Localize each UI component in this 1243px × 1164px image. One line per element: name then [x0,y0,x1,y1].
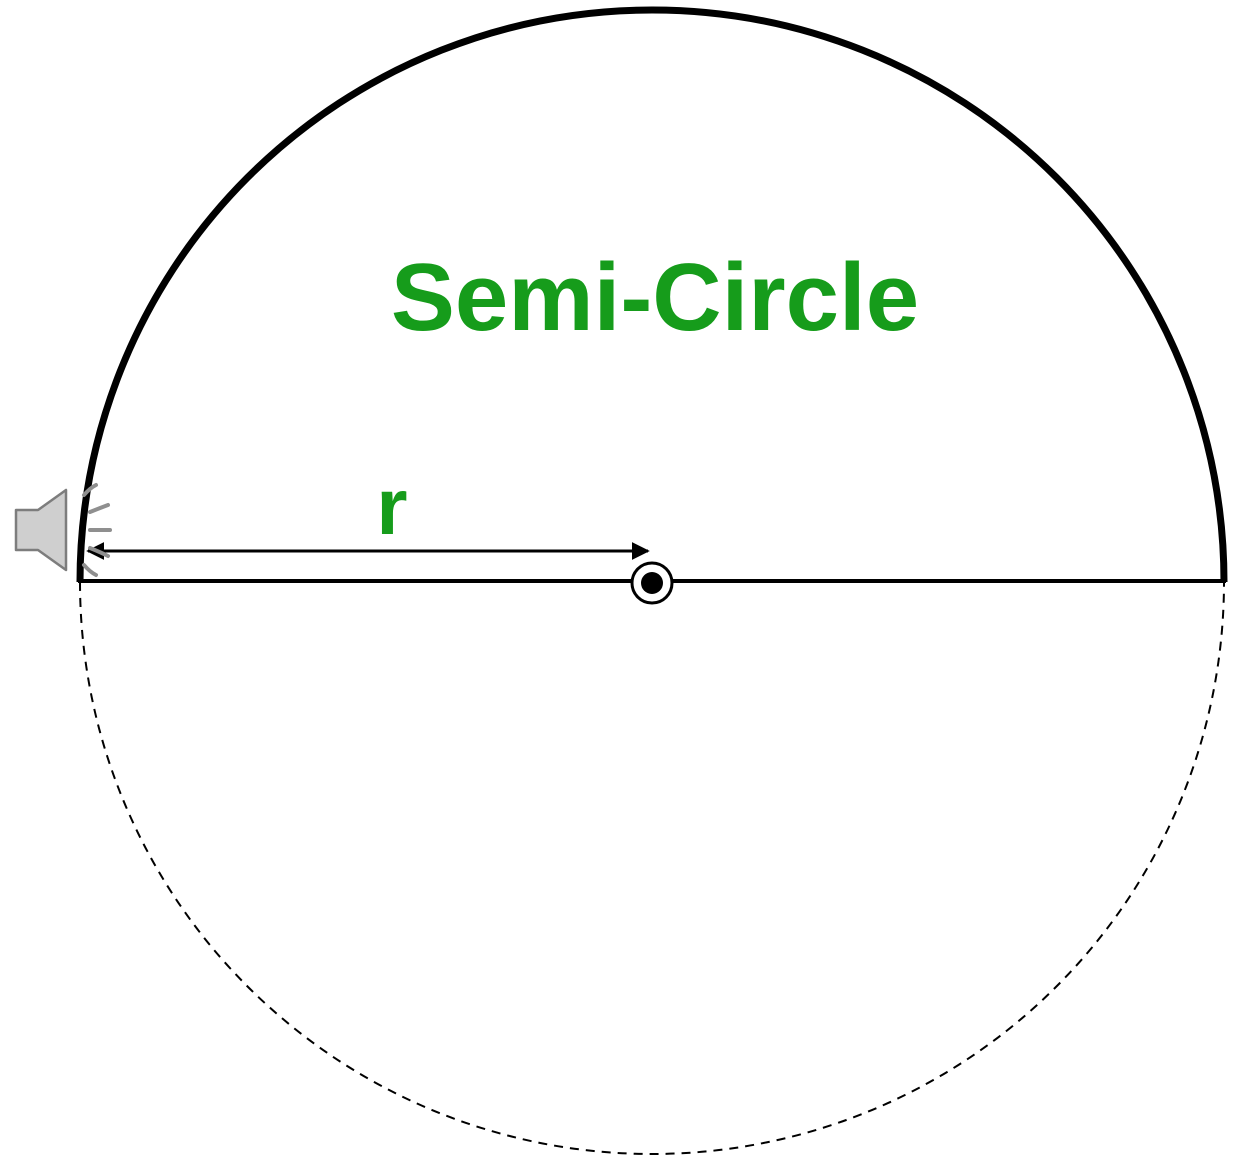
speaker-icon[interactable] [14,483,112,577]
semicircle-arc [76,6,1228,583]
diagram-title: Semi-Circle [391,244,919,351]
radius-label: r [376,462,407,551]
lower-half-dashed-arc [79,581,1225,1155]
center-point [630,561,674,605]
